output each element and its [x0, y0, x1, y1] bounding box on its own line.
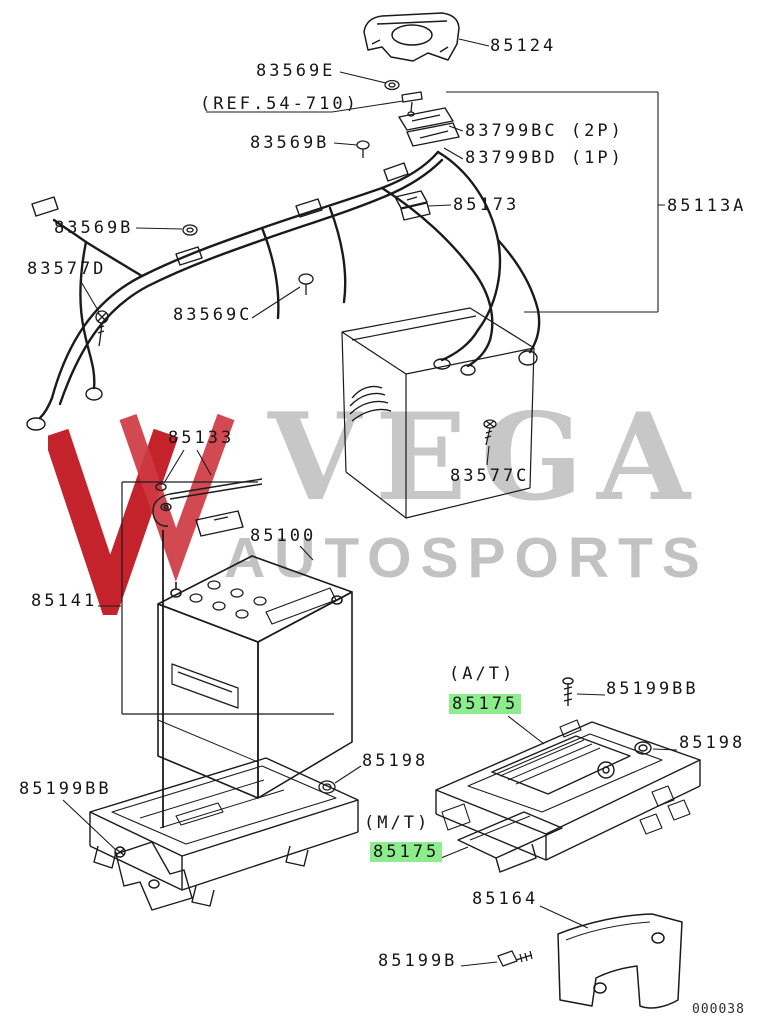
- part-label-85198-center: 85198: [362, 751, 429, 771]
- bracket-85124: [363, 12, 460, 62]
- harness-boot: [349, 385, 392, 422]
- battery-caps: [189, 580, 267, 619]
- ref-label-54-710: (REF.54-710): [200, 94, 359, 114]
- watermark-text-autosports: AUTOSPORTS: [224, 526, 709, 590]
- ecu-bracket-mt: [457, 811, 563, 873]
- part-label-85124: 85124: [490, 36, 557, 56]
- part-label-83799bc: 83799BC (2P): [465, 121, 624, 141]
- part-label-85198-right: 85198: [679, 733, 746, 753]
- grommet-83569b-left: [182, 224, 198, 236]
- phantom-battery-box: [341, 307, 535, 519]
- part-label-85141: 85141: [31, 591, 98, 611]
- vega-v-logo-icon: [48, 413, 235, 615]
- nut-83569e: [384, 79, 400, 91]
- bolt-85199bb-right: [562, 677, 574, 706]
- fasteners-top: [95, 79, 497, 446]
- battery-tray: [89, 757, 359, 911]
- part-label-85164: 85164: [472, 889, 539, 909]
- part-label-83569c: 83569C: [173, 305, 253, 325]
- part-label-85199bb-left: 85199BB: [19, 779, 112, 799]
- part-label-83569b-top: 83569B: [250, 133, 330, 153]
- watermark-text-vega: VEGA: [268, 387, 705, 528]
- grommet-85198-center: [318, 780, 336, 794]
- part-label-85133: 85133: [168, 428, 235, 448]
- bolt-85199b: [497, 950, 533, 967]
- part-label-83577c: 83577C: [450, 466, 530, 486]
- part-label-83577d: 83577D: [27, 259, 107, 279]
- harness-connectors: [26, 162, 538, 431]
- tray-side-bracket: [115, 841, 193, 911]
- bolt-85199bb-left: [114, 846, 126, 858]
- part-label-85175-mt: 85175: [370, 842, 443, 862]
- connector-block-83799: [398, 107, 460, 147]
- doc-code: 000038: [692, 1002, 745, 1017]
- ecu-bracket-at: [435, 677, 701, 861]
- bracket-85164: [557, 913, 683, 1009]
- battery-terminal-pos: [331, 595, 343, 605]
- part-label-83569b-left: 83569B: [54, 218, 134, 238]
- battery-front-label: [171, 663, 239, 709]
- part-label-85100: 85100: [250, 526, 317, 546]
- part-label-83569e: 83569E: [256, 61, 336, 81]
- screw-83577c: [483, 419, 497, 446]
- part-label-85199b: 85199B: [378, 951, 458, 971]
- harness-85113a: [38, 150, 541, 420]
- part-label-85199bb-right: 85199BB: [606, 679, 699, 699]
- holddown-frame-85141: [121, 481, 334, 715]
- part-label-85113a: 85113A: [667, 196, 747, 216]
- clip-ref-54-710: [401, 91, 423, 113]
- connector-85173: [394, 190, 431, 221]
- part-label-83799bd: 83799BD (1P): [465, 148, 624, 168]
- part-label-85175-at: 85175: [449, 694, 522, 714]
- note-label-mt: (M/T): [364, 813, 431, 833]
- part-label-85173: 85173: [453, 195, 520, 215]
- ecu-box: [491, 735, 631, 795]
- note-label-at: (A/T): [449, 664, 516, 684]
- grommet-85198-right: [634, 741, 652, 755]
